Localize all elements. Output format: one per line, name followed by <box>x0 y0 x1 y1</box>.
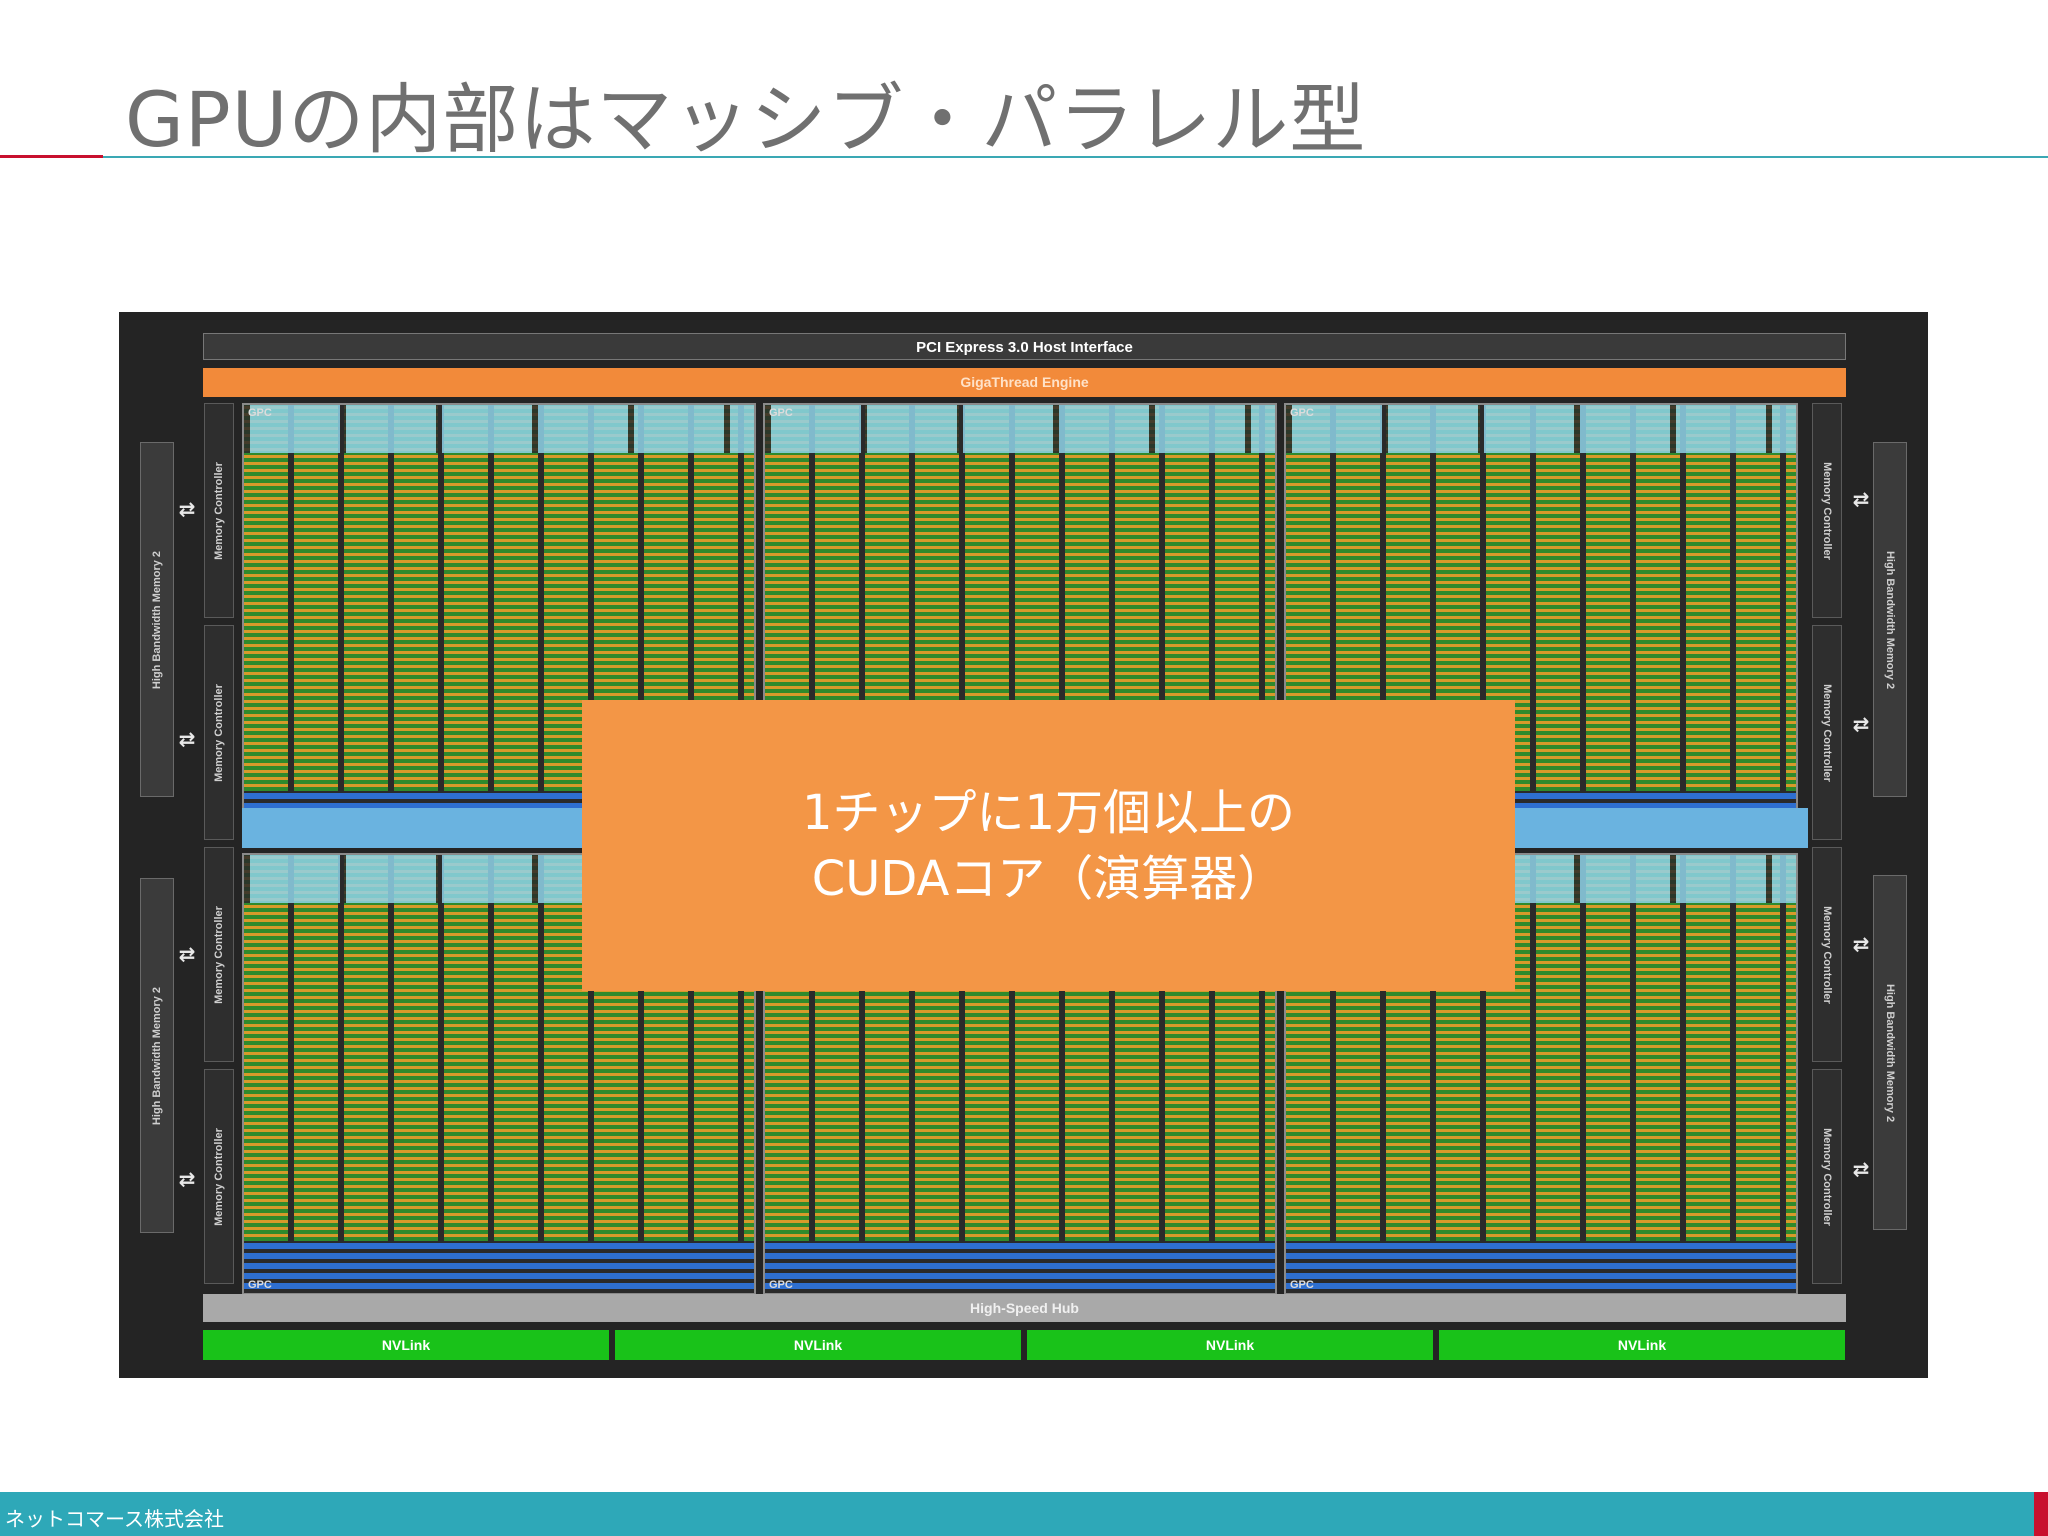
gpc-cluster: GPC <box>1284 853 1798 1295</box>
gigathread-engine-bar: GigaThread Engine <box>203 368 1846 397</box>
hbm-left-bottom: High Bandwidth Memory 2 <box>140 878 174 1233</box>
cuda-core-callout: 1チップに1万個以上の CUDAコア（演算器） <box>582 700 1515 991</box>
memory-controller: Memory Controller <box>1812 1069 1842 1284</box>
footer-bar: ネットコマース株式会社 <box>0 1492 2048 1536</box>
nvlink-block: NVLink <box>615 1330 1021 1360</box>
hbm-left-top: High Bandwidth Memory 2 <box>140 442 174 797</box>
memory-arrow-icon: ⇄ <box>178 942 196 966</box>
nvlink-block: NVLink <box>1439 1330 1845 1360</box>
hbm-right-top: High Bandwidth Memory 2 <box>1873 442 1907 797</box>
memory-arrow-icon: ⇄ <box>1852 712 1870 736</box>
memory-arrow-icon: ⇄ <box>1852 932 1870 956</box>
memory-controller: Memory Controller <box>204 1069 234 1284</box>
memory-controller: Memory Controller <box>204 625 234 840</box>
memory-controller: Memory Controller <box>1812 403 1842 618</box>
footer-accent <box>2034 1492 2048 1536</box>
hbm-right-bottom: High Bandwidth Memory 2 <box>1873 875 1907 1230</box>
memory-controller: Memory Controller <box>1812 847 1842 1062</box>
memory-arrow-icon: ⇄ <box>178 727 196 751</box>
nvlink-block: NVLink <box>1027 1330 1433 1360</box>
callout-line-1: 1チップに1万個以上の <box>801 784 1296 841</box>
high-speed-hub-bar: High-Speed Hub <box>203 1294 1846 1322</box>
callout-line-2: CUDAコア（演算器） <box>811 850 1286 907</box>
memory-arrow-icon: ⇄ <box>178 497 196 521</box>
title-rule-teal <box>103 156 2048 158</box>
company-name: ネットコマース株式会社 <box>5 1507 224 1531</box>
memory-arrow-icon: ⇄ <box>178 1167 196 1191</box>
memory-controller: Memory Controller <box>1812 625 1842 840</box>
nvlink-block: NVLink <box>203 1330 609 1360</box>
memory-controller: Memory Controller <box>204 847 234 1062</box>
memory-arrow-icon: ⇄ <box>1852 487 1870 511</box>
slide-title: GPUの内部はマッシブ・パラレル型 <box>125 75 1367 164</box>
memory-controller: Memory Controller <box>204 403 234 618</box>
memory-arrow-icon: ⇄ <box>1852 1157 1870 1181</box>
host-interface-bar: PCI Express 3.0 Host Interface <box>203 333 1846 360</box>
title-rule-red <box>0 155 103 158</box>
